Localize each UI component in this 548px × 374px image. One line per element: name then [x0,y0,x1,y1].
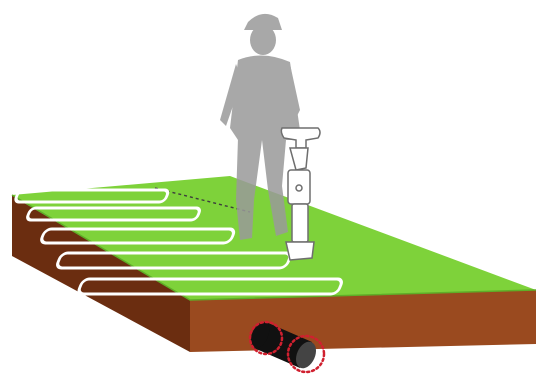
locator-handle [281,128,320,148]
locator-display [288,170,310,204]
locator-foot [286,242,314,260]
locator-shaft [292,204,308,242]
soil-front-face [190,290,536,352]
head [250,25,276,55]
locator-upper-body [290,148,308,170]
